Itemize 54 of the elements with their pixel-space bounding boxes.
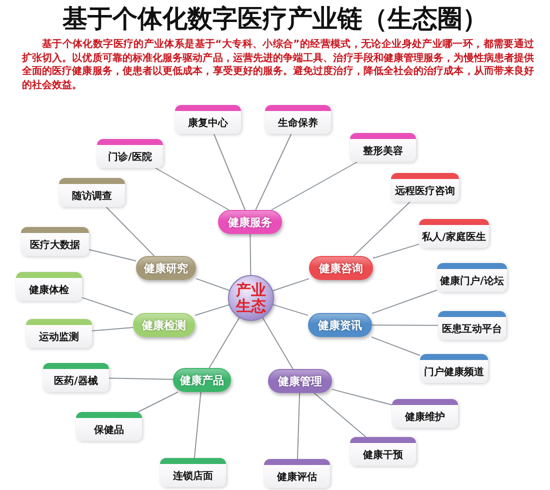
description-paragraph: 基于个体化数字医疗的产业体系是基于“大专科、小综合”的经营模式，无论企业身处产业哪一环，都需要通过扩张切入。以优质可靠的标准化服务驱动产品，运营先进的争端工具、治疗手段和健康管理服务，为慢性病患者提供全面的医疗健康服务，使患者以更低成本，享受更好的服务。避免过度治疗，降低全社会的治疗成本，从而带来良好的社会效益。 bbox=[22, 38, 534, 92]
connector-line bbox=[82, 297, 134, 316]
item-card: 健康维护 bbox=[392, 399, 458, 428]
connector-line bbox=[88, 249, 136, 262]
connector-line bbox=[332, 388, 392, 406]
category-pill: 健康管理 bbox=[268, 369, 332, 393]
title: 基于个体化数字医疗产业链（生态圈） bbox=[62, 4, 488, 34]
item-card: 整形美容 bbox=[350, 133, 416, 162]
item-card: 连锁店面 bbox=[160, 458, 226, 487]
connector-line bbox=[370, 336, 420, 356]
category-pill: 健康产品 bbox=[173, 368, 231, 392]
category-pill: 健康服务 bbox=[218, 210, 282, 234]
item-card: 生命保养 bbox=[265, 105, 331, 134]
category-pill: 健康检测 bbox=[133, 313, 195, 337]
item-card: 医患互动平台 bbox=[438, 311, 506, 340]
item-card: 私人/家庭医生 bbox=[419, 219, 489, 248]
category-pill: 健康咨询 bbox=[309, 256, 373, 280]
center-circle: 产业生态 bbox=[228, 275, 274, 321]
item-card: 随访调查 bbox=[59, 178, 125, 207]
connector-line bbox=[372, 244, 420, 259]
connector-line bbox=[196, 278, 230, 291]
connector-line bbox=[92, 327, 134, 332]
category-pill: 健康研究 bbox=[136, 256, 196, 280]
item-card: 门诊/医院 bbox=[97, 139, 163, 168]
connector-line bbox=[194, 392, 202, 458]
connector-line bbox=[262, 317, 294, 370]
connector-line bbox=[250, 234, 252, 276]
connector-line bbox=[213, 134, 246, 210]
item-card: 远程医疗咨询 bbox=[391, 173, 459, 202]
category-pill: 健康资讯 bbox=[308, 313, 372, 337]
item-card: 医药/器械 bbox=[43, 363, 109, 392]
item-card: 健康评估 bbox=[264, 459, 330, 488]
connector-line bbox=[296, 392, 300, 460]
item-card: 门户健康频道 bbox=[420, 354, 488, 383]
connector-line bbox=[272, 304, 308, 316]
connector-line bbox=[255, 134, 292, 210]
item-card: 保健品 bbox=[76, 412, 142, 441]
connector-line bbox=[138, 392, 178, 412]
connector-line bbox=[314, 392, 366, 438]
connector-line bbox=[272, 278, 310, 292]
item-card: 运动监测 bbox=[26, 319, 92, 348]
connector-line bbox=[154, 168, 230, 210]
item-card: 医疗大数据 bbox=[21, 227, 89, 256]
connector-line bbox=[372, 290, 438, 314]
connector-line bbox=[353, 202, 410, 256]
connector-line bbox=[208, 317, 240, 368]
connector-line bbox=[194, 304, 230, 316]
connector-line bbox=[108, 378, 174, 380]
item-card: 康复中心 bbox=[175, 105, 241, 134]
item-card: 健康体检 bbox=[16, 272, 82, 301]
connector-line bbox=[270, 162, 358, 210]
item-card: 健康门户/论坛 bbox=[437, 263, 507, 292]
connector-line bbox=[106, 206, 155, 256]
item-card: 健康干预 bbox=[350, 437, 416, 466]
